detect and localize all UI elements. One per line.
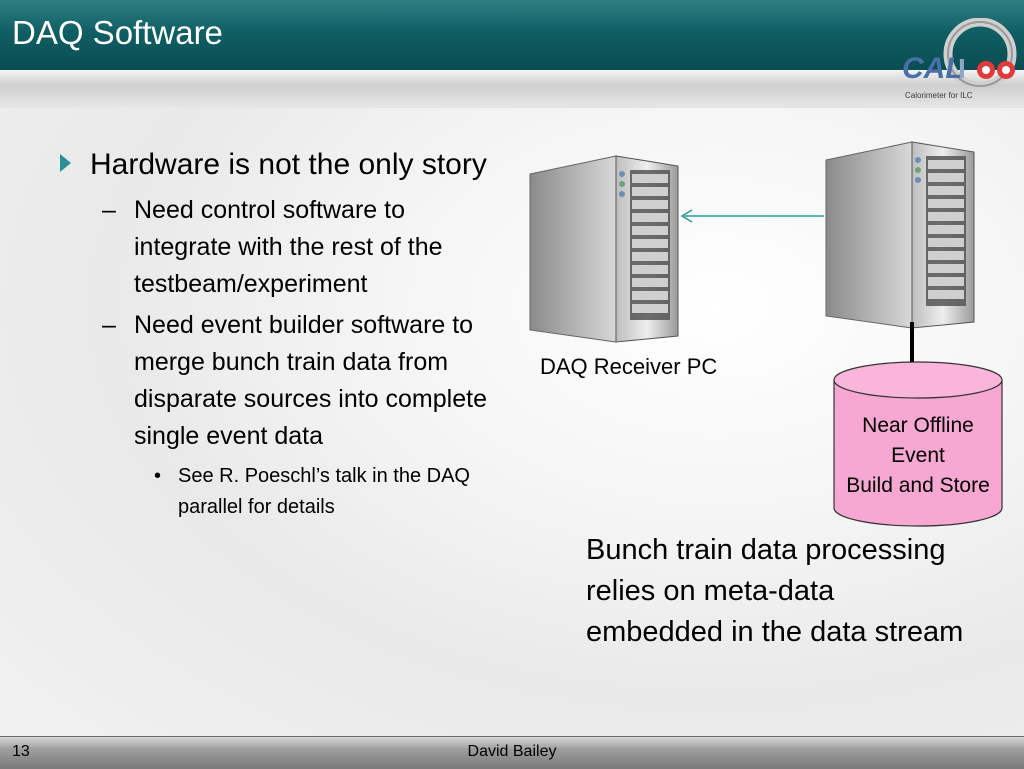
metadata-note: Bunch train data processing relies on me… [586, 534, 964, 648]
bullet-list: Hardware is not the only story – Need co… [58, 142, 498, 523]
daq-receiver-server-icon [529, 155, 679, 343]
bullet-text: Need event builder software to merge bun… [134, 311, 487, 450]
bullet-level1: Hardware is not the only story [58, 142, 498, 188]
bullet-level2: – Need control software to integrate wit… [58, 192, 498, 303]
dash-bullet-icon: – [102, 196, 116, 224]
footer-bar [0, 736, 1024, 769]
title-bar-band [0, 70, 1024, 108]
bullet-text: Need control software to integrate with … [134, 196, 443, 298]
page-number: 13 [12, 743, 30, 760]
database-cylinder-icon [833, 361, 1003, 527]
database-label-line: Near Offline [862, 414, 974, 437]
database-label-line: Event [891, 444, 945, 467]
bullet-text: Hardware is not the only story [90, 148, 487, 181]
database-label: Near Offline Event Build and Store [830, 411, 1006, 501]
bullet-arrow-icon [60, 154, 71, 172]
bullet-level3: • See R. Poeschl’s talk in the DAQ paral… [58, 461, 498, 523]
title-bar [0, 0, 1024, 70]
dash-bullet-icon: – [102, 311, 116, 339]
data-flow-arrow [680, 209, 824, 223]
database-label-line: Build and Store [846, 474, 990, 497]
daq-receiver-label: DAQ Receiver PC [540, 354, 718, 379]
bullet-text: See R. Poeschl’s talk in the DAQ paralle… [178, 465, 470, 518]
dot-bullet-icon: • [154, 465, 162, 487]
svg-text:CAL: CAL [902, 52, 964, 85]
slide-title: DAQ Software [12, 14, 223, 51]
bullet-level2: – Need event builder software to merge b… [58, 307, 498, 455]
logo-subtitle: Calorimeter for ILC [905, 91, 973, 100]
server-database-connector [910, 322, 914, 376]
calice-logo: CAL I [902, 18, 1017, 91]
event-builder-server-icon [825, 141, 975, 329]
svg-text:I: I [958, 53, 966, 84]
footer-author: David Bailey [467, 743, 557, 760]
